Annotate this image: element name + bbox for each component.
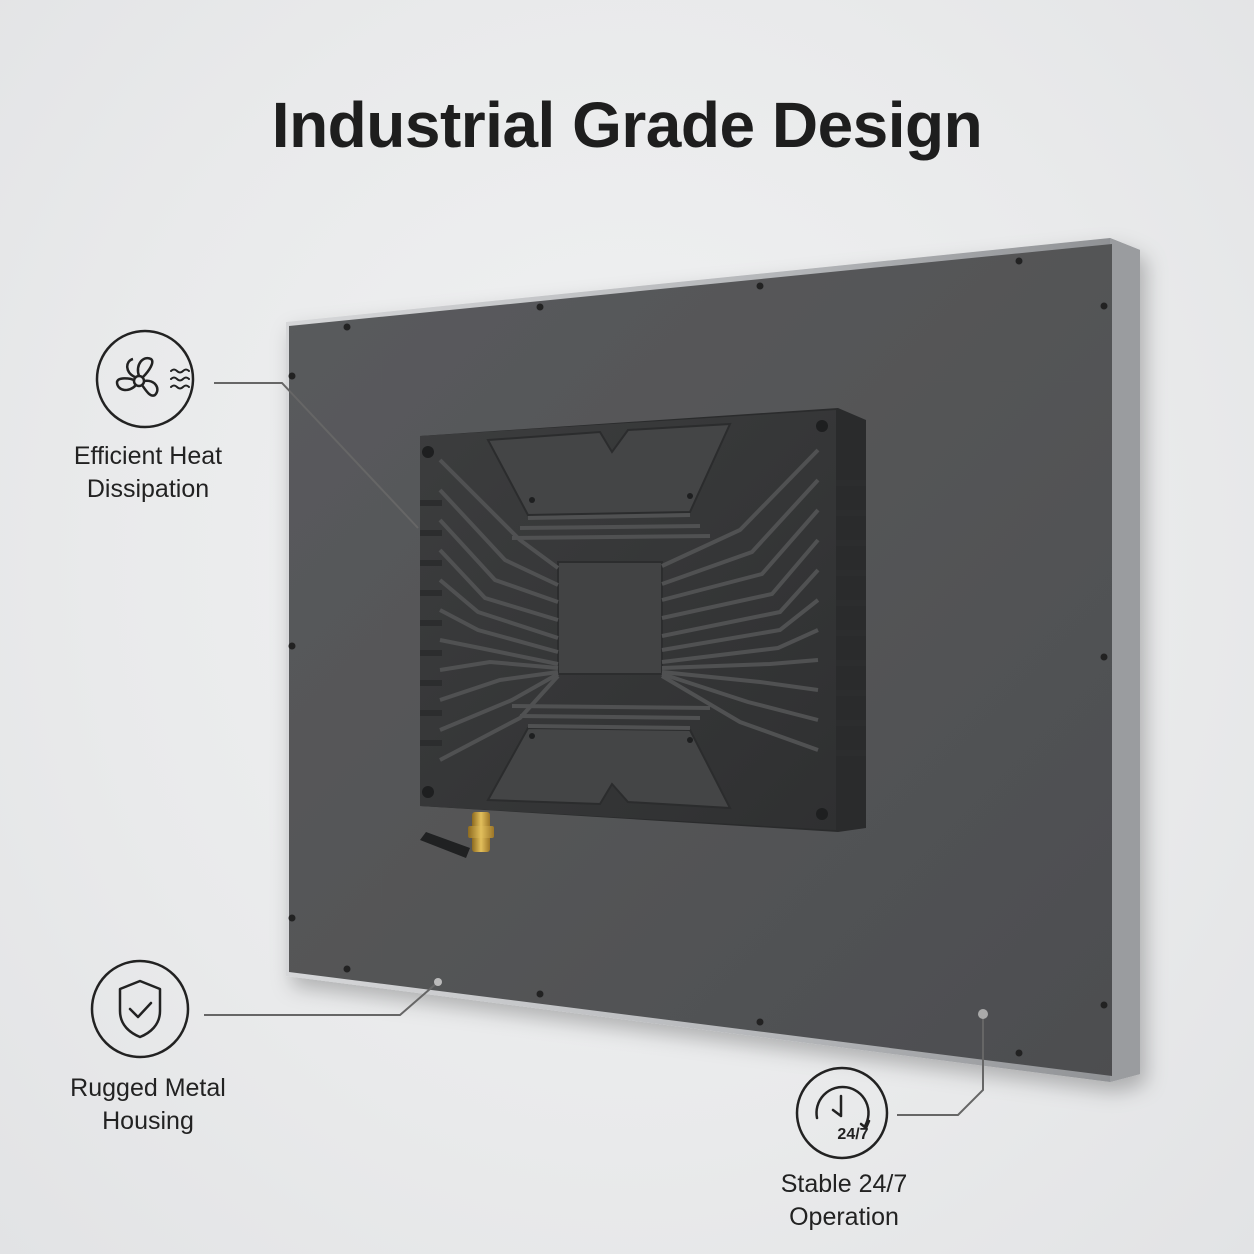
badge-24-7: 24/7 [837,1126,868,1143]
feature-label-heat: Efficient Heat Dissipation [73,442,223,503]
fan-icon [95,329,195,429]
clock-24-7-icon: 24/7 [795,1066,889,1160]
heatsink-module [420,408,866,832]
side-fins [420,480,866,756]
panel-screws [288,257,1108,1057]
antenna-connector [420,812,494,858]
heatsink-fins [438,448,820,762]
feature-label-housing: Rugged Metal Housing [70,1074,226,1135]
callout-lines [204,382,988,1116]
monitor-frame-edge [1110,238,1140,1082]
page-title: Industrial Grade Design [271,89,983,161]
feature-label-operation: Stable 24/7 Operation [780,1170,908,1231]
shield-check-icon [90,959,190,1059]
